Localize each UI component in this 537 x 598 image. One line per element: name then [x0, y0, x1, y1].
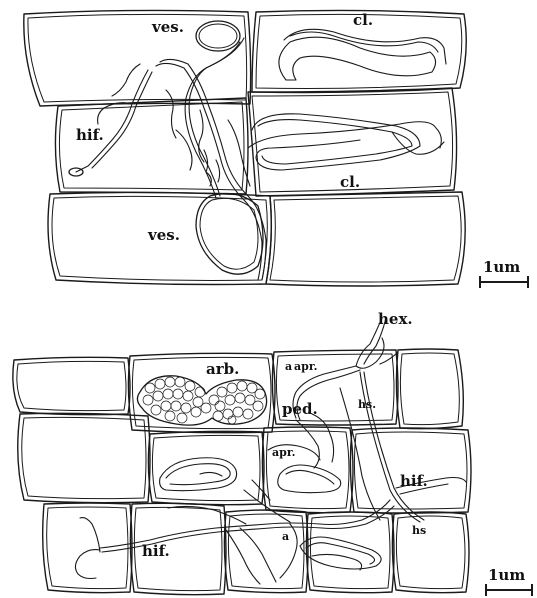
label-hif: hif. [76, 126, 104, 144]
label-cl: cl. [340, 173, 360, 191]
vesicle [196, 194, 263, 275]
cell-wall [28, 14, 247, 102]
coil-hypha [284, 29, 446, 64]
coil-hypha [252, 114, 420, 170]
bottom-panel: hex. arb. a apr. ped. hs. apr. hif. hs h… [13, 310, 532, 596]
label-ves: ves. [147, 226, 180, 244]
cell-wall [13, 357, 130, 414]
hypha [98, 103, 132, 124]
coil-hypha [392, 132, 444, 154]
vesicle [199, 24, 237, 48]
hypha [80, 518, 100, 552]
coil-hypha [300, 537, 381, 569]
hypha [226, 530, 260, 584]
label-ped: ped. [282, 400, 318, 418]
label-hif: hif. [142, 542, 170, 560]
hypha [76, 70, 148, 172]
cell-wall [22, 417, 146, 498]
label-apr: apr. [294, 360, 317, 373]
cell-wall [17, 361, 126, 410]
coil-hypha [200, 472, 222, 476]
label-hex: hex. [378, 310, 413, 328]
cell-wall [350, 428, 471, 513]
cell-wall [266, 192, 465, 286]
coil-hypha [278, 465, 341, 493]
hypha [75, 550, 100, 579]
label-arb: arb. [206, 360, 239, 378]
scale-bar-label: 1um [488, 566, 525, 584]
label-ves: ves. [151, 18, 184, 36]
cell-wall [43, 503, 132, 593]
scale-bar-label: 1um [483, 258, 520, 276]
cell-wall [148, 431, 264, 504]
hypha [240, 528, 276, 582]
hypha [244, 490, 290, 522]
arbuscule-branches [143, 377, 265, 424]
cell-wall [266, 431, 349, 509]
coil-hypha [248, 122, 441, 148]
cell-wall [392, 512, 469, 593]
hypha [166, 90, 176, 138]
vesicle [196, 21, 240, 51]
arbuscule [137, 376, 266, 425]
coil-hypha [166, 464, 230, 485]
arbuscule-outline [137, 376, 266, 425]
label-bullet: a [285, 360, 292, 373]
coil-hypha [258, 120, 412, 164]
hypha [199, 110, 204, 162]
cell-wall [270, 196, 461, 282]
cell-wall [396, 349, 463, 429]
label-hs: hs. [358, 398, 376, 411]
coil-hypha [286, 470, 334, 484]
label-a: a [282, 530, 289, 543]
top-cell-walls [24, 10, 466, 286]
label-apr: apr. [272, 446, 295, 459]
cell-wall [262, 427, 353, 513]
label-cl: cl. [353, 11, 373, 29]
cell-wall [59, 102, 244, 190]
coil-hypha [160, 458, 237, 491]
hypha [216, 160, 220, 182]
cell-wall [400, 353, 459, 425]
cell-wall [354, 432, 467, 509]
hypha [92, 72, 152, 168]
label-hs: hs [412, 524, 426, 537]
hypha [112, 64, 140, 96]
hypha [189, 38, 244, 196]
hypha [228, 120, 250, 186]
cell-wall [396, 516, 465, 589]
label-hif: hif. [400, 472, 428, 490]
vesicle [200, 198, 258, 269]
top-panel: ves. cl. hif. cl. ves. 1um [24, 10, 528, 288]
cell-wall [18, 413, 150, 502]
